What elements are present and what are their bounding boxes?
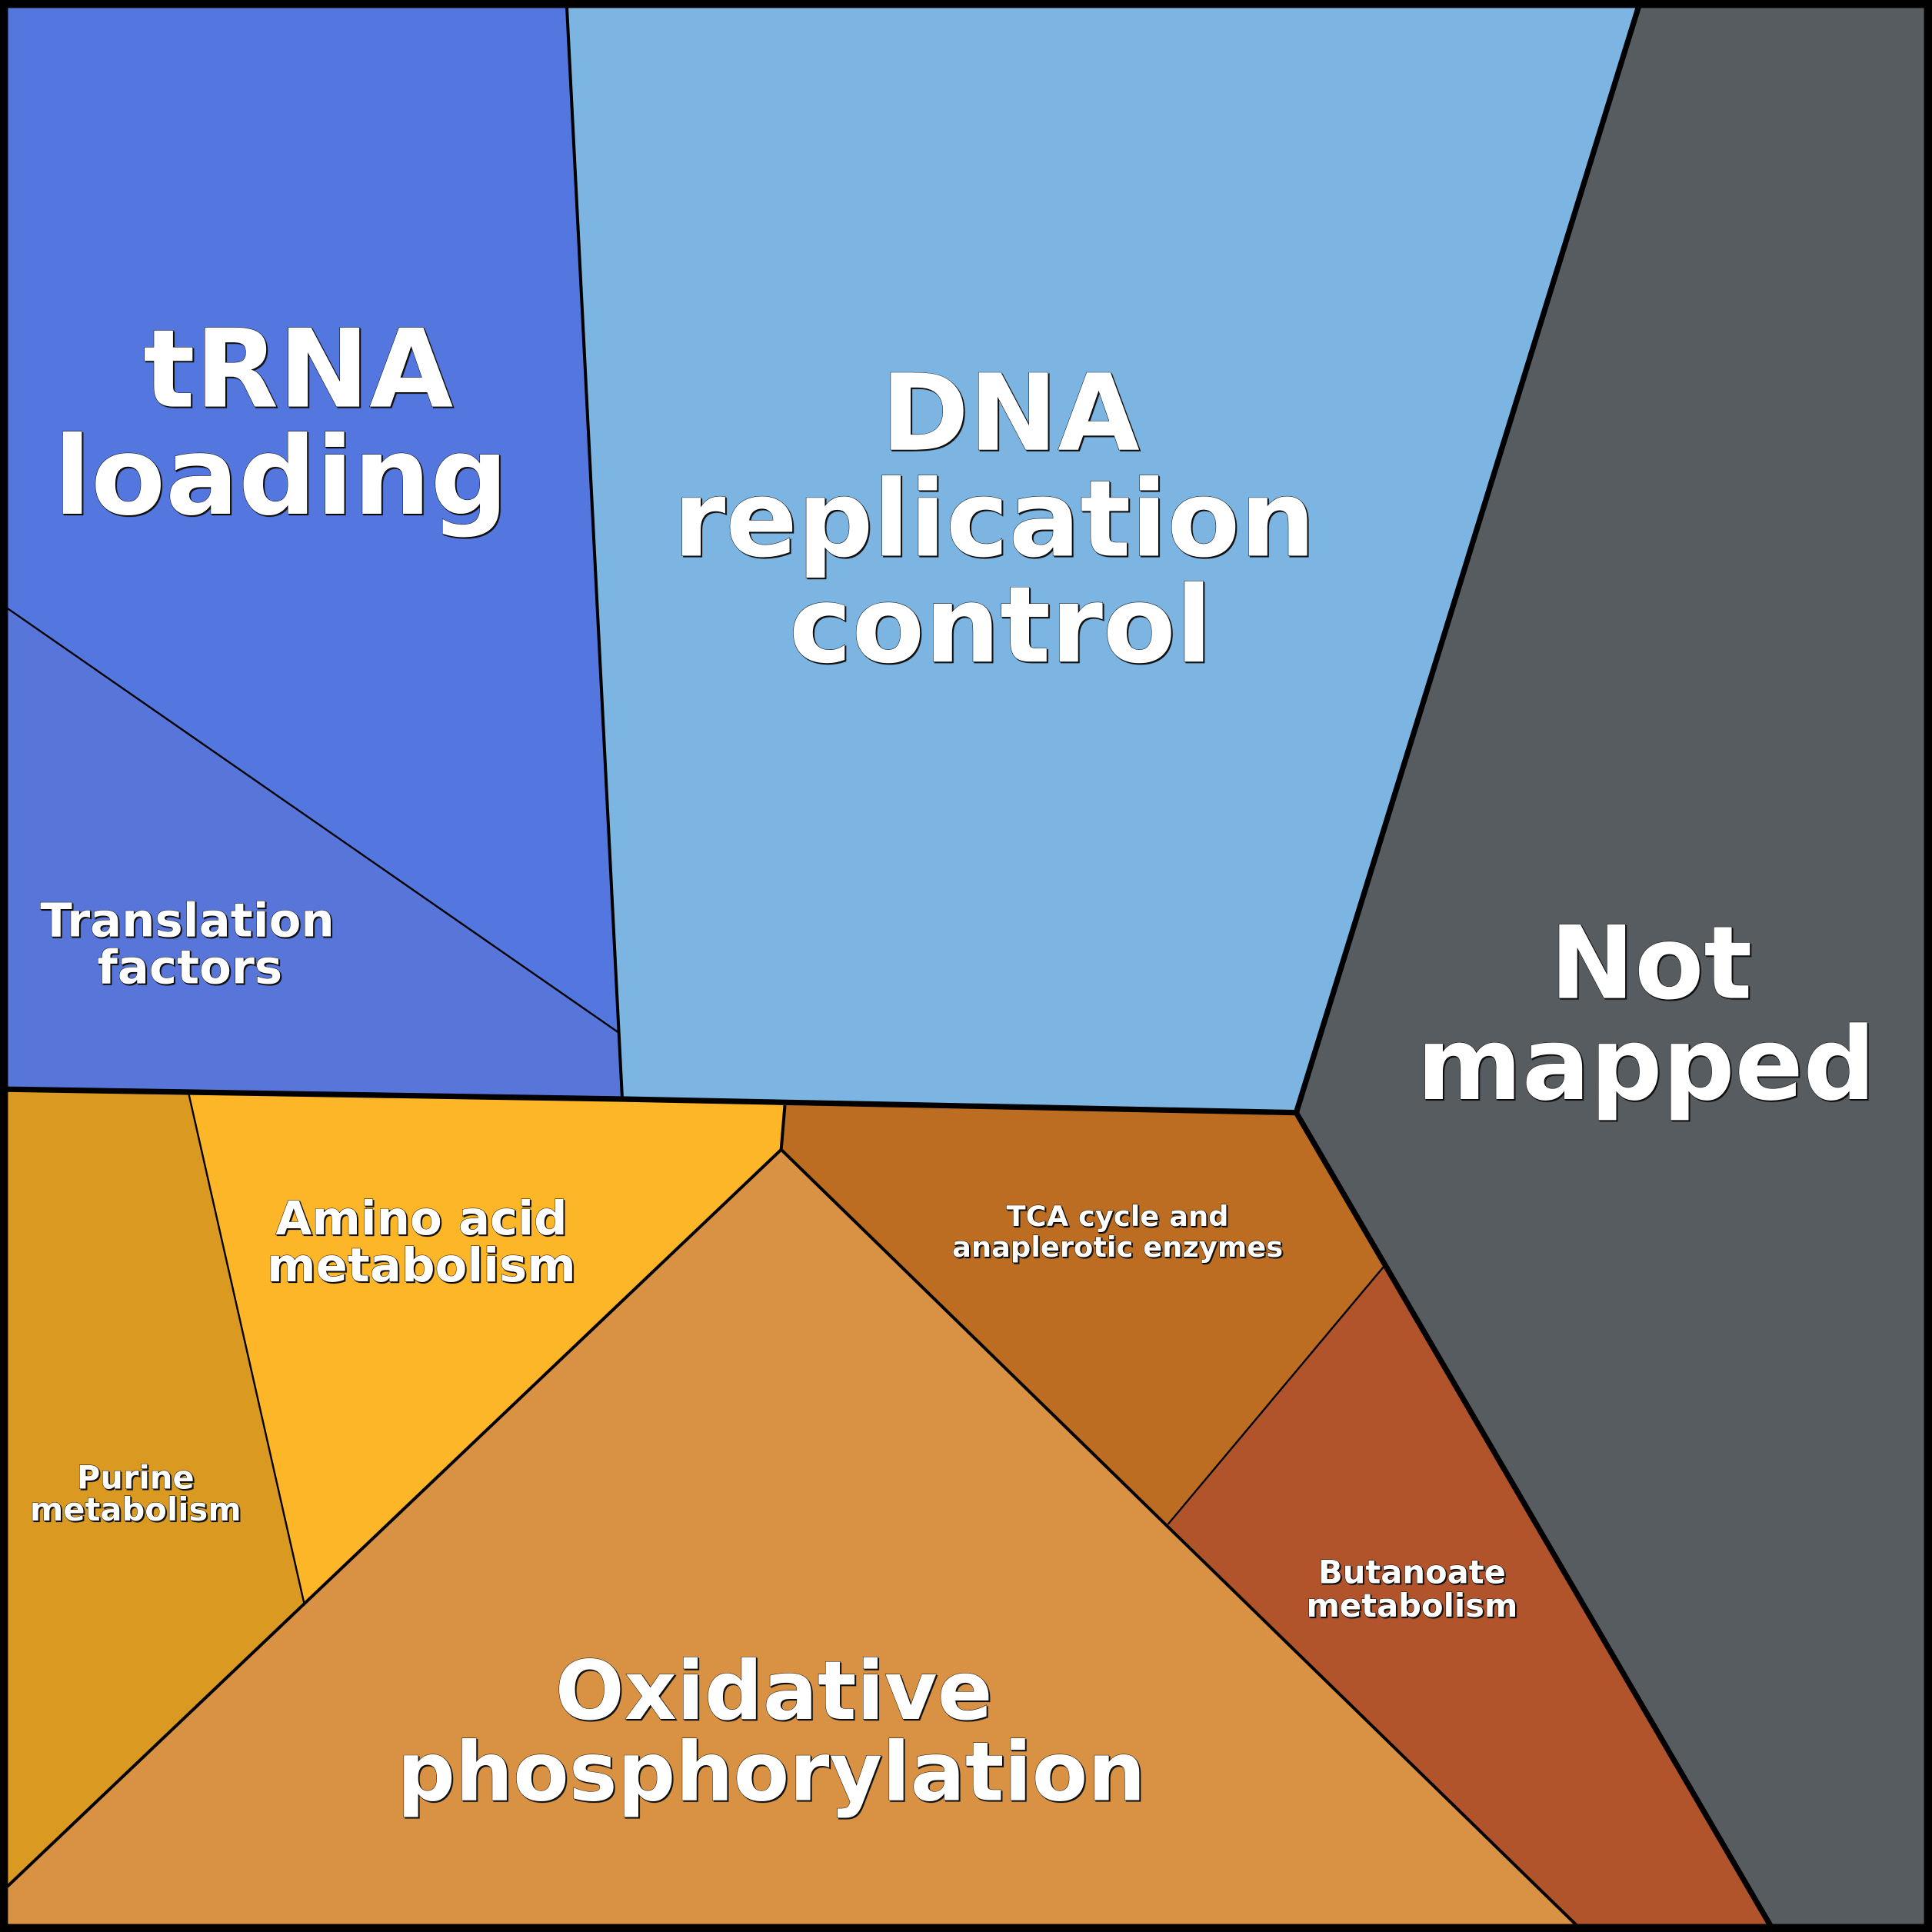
border-purine-amino [187, 1092, 305, 1605]
cell-translation-factors[interactable] [6, 607, 623, 1100]
cell-trna-loading[interactable] [6, 6, 619, 1033]
border-top-bottom [5, 1086, 1297, 1116]
cell-not-mapped[interactable] [1296, 6, 1926, 1926]
border-not-mapped [1293, 5, 1774, 1927]
cell-oxidative-phosphorylation[interactable] [6, 1149, 1577, 1926]
cell-amino-acid-metabolism[interactable] [188, 1093, 785, 1604]
cell-dna-replication-control[interactable] [566, 6, 1639, 1113]
border-trna-dna [565, 5, 625, 1100]
border-trna-translation [5, 606, 619, 1034]
cell-tca-cycle[interactable] [781, 1105, 1384, 1524]
cell-purine-metabolism[interactable] [6, 1089, 305, 1888]
cell-butanoate-metabolism[interactable] [1168, 1266, 1771, 1926]
border-tca-butanoate [1167, 1266, 1385, 1525]
border-oxphos-right [780, 1148, 1579, 1927]
